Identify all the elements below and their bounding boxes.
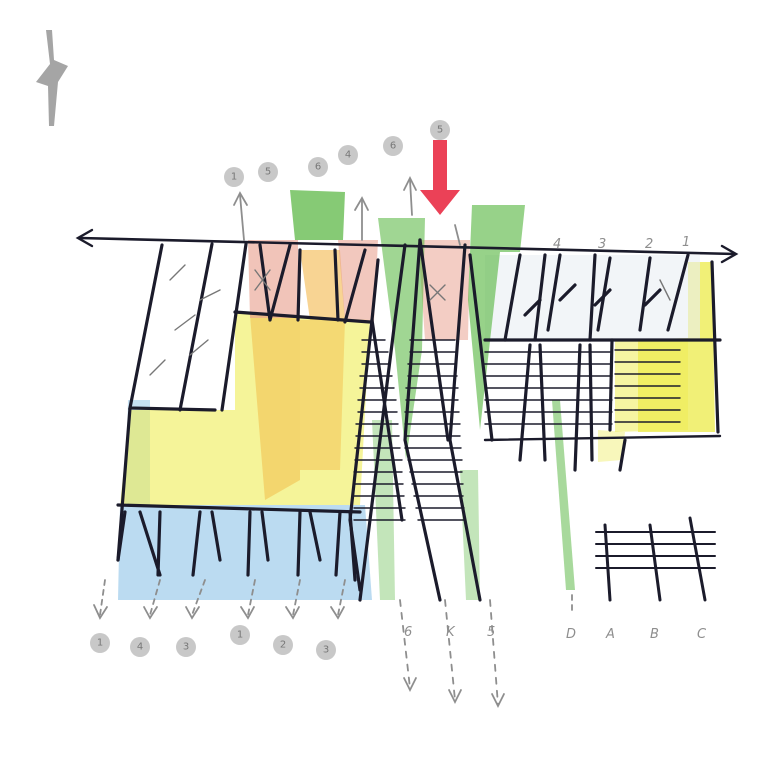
bottom-label: B xyxy=(650,627,659,642)
svg-text:5: 5 xyxy=(437,125,443,136)
top-marker: 4 xyxy=(338,145,358,165)
top-line-label: 3 xyxy=(598,237,606,252)
svg-text:6: 6 xyxy=(390,141,396,152)
svg-text:1: 1 xyxy=(237,630,243,641)
bottom-label: 6 xyxy=(404,625,412,640)
svg-text:5: 5 xyxy=(265,167,271,178)
svg-text:2: 2 xyxy=(280,640,286,651)
svg-text:3: 3 xyxy=(323,645,329,656)
bottom-markers: 1 4 3 1 2 3 xyxy=(90,625,336,660)
top-line-label: 2 xyxy=(645,237,653,252)
bottom-label: 5 xyxy=(487,625,495,640)
svg-text:6: 6 xyxy=(315,162,321,173)
top-marker: 5 xyxy=(258,162,278,182)
entry-arrow-icon xyxy=(420,140,460,215)
top-marker: 6 xyxy=(308,157,328,177)
bottom-marker: 1 xyxy=(90,633,110,653)
bottom-marker: 3 xyxy=(176,637,196,657)
top-line-label: 4 xyxy=(553,237,561,252)
svg-text:3: 3 xyxy=(183,642,189,653)
bottom-labels: 6 K 5 D A B C xyxy=(404,625,707,642)
top-marker: 1 xyxy=(224,167,244,187)
bottom-label: A xyxy=(605,627,615,642)
svg-text:1: 1 xyxy=(97,638,103,649)
bottom-label: K xyxy=(446,625,456,640)
bottom-marker: 1 xyxy=(230,625,250,645)
bottom-label: C xyxy=(697,627,707,642)
svg-text:4: 4 xyxy=(345,150,351,161)
top-marker: 6 xyxy=(383,136,403,156)
svg-text:4: 4 xyxy=(137,642,143,653)
bottom-label: D xyxy=(566,627,576,642)
top-line-label: 1 xyxy=(682,235,690,250)
bottom-marker: 2 xyxy=(273,635,293,655)
north-arrow-icon xyxy=(36,30,68,126)
svg-text:1: 1 xyxy=(231,172,237,183)
top-markers: 1 5 6 4 6 5 xyxy=(224,120,450,187)
bottom-marker: 3 xyxy=(316,640,336,660)
bottom-marker: 4 xyxy=(130,637,150,657)
legend-bars xyxy=(596,518,715,600)
top-marker: 5 xyxy=(430,120,450,140)
